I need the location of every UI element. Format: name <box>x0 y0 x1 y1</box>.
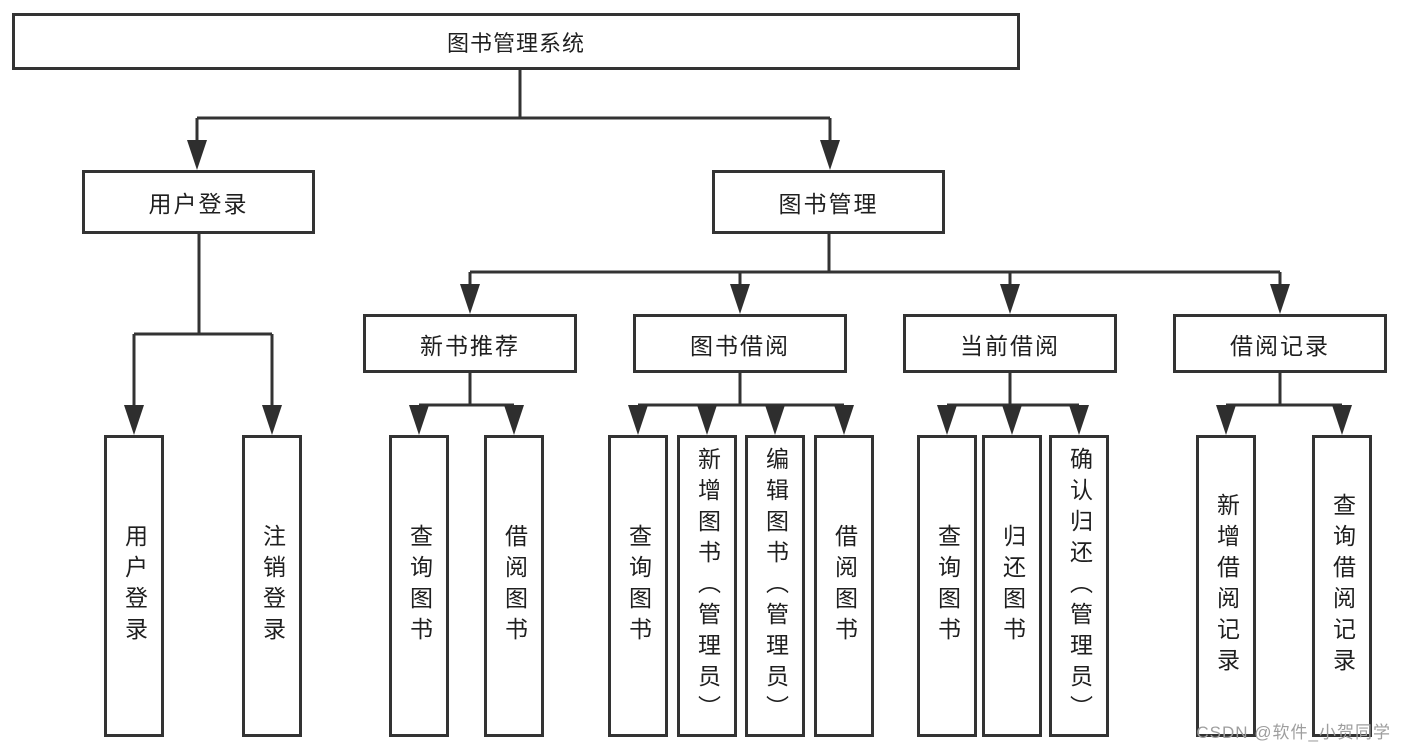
leaf-query-books-borrow-label: 查询图书 <box>625 524 652 648</box>
connector-current-borrow-to-leaves <box>937 373 1089 435</box>
leaf-logout-label: 注销登录 <box>259 524 286 648</box>
leaf-confirm-return-admin: 确认归还（管理员） <box>1049 435 1109 737</box>
connector-new-book-rec-to-leaves <box>409 373 524 435</box>
node-book-management: 图书管理 <box>712 170 945 234</box>
leaf-confirm-return-admin-label: 确认归还（管理员） <box>1066 446 1093 726</box>
node-borrowing-records: 借阅记录 <box>1173 314 1387 373</box>
leaf-user-login-label: 用户登录 <box>121 524 148 648</box>
leaf-add-book-admin-label: 新增图书（管理员） <box>694 446 721 726</box>
leaf-query-books-recommend: 查询图书 <box>389 435 449 737</box>
leaf-add-book-admin: 新增图书（管理员） <box>677 435 737 737</box>
leaf-query-books-current-label: 查询图书 <box>934 524 961 648</box>
connector-borrow-record-to-leaves <box>1216 373 1352 435</box>
node-book-borrowing: 图书借阅 <box>633 314 847 373</box>
node-current-borrowing: 当前借阅 <box>903 314 1117 373</box>
leaf-query-borrow-record: 查询借阅记录 <box>1312 435 1372 737</box>
leaf-query-books-recommend-label: 查询图书 <box>406 524 433 648</box>
leaf-user-login: 用户登录 <box>104 435 164 737</box>
connector-book-borrow-to-leaves <box>628 373 854 435</box>
leaf-edit-book-admin-label: 编辑图书（管理员） <box>762 446 789 726</box>
connector-book-mgmt-to-level3 <box>460 234 1290 314</box>
leaf-query-borrow-record-label: 查询借阅记录 <box>1329 493 1356 679</box>
node-user-login: 用户登录 <box>82 170 315 234</box>
leaf-edit-book-admin: 编辑图书（管理员） <box>745 435 805 737</box>
connector-user-login-to-leaves <box>124 234 282 435</box>
leaf-return-books: 归还图书 <box>982 435 1042 737</box>
leaf-borrow-books-recommend-label: 借阅图书 <box>501 524 528 648</box>
leaf-logout: 注销登录 <box>242 435 302 737</box>
leaf-add-borrow-record: 新增借阅记录 <box>1196 435 1256 737</box>
node-library-management-system: 图书管理系统 <box>12 13 1020 70</box>
csdn-watermark: CSDN @软件_小贺同学 <box>1196 723 1391 742</box>
leaf-query-books-current: 查询图书 <box>917 435 977 737</box>
connector-root-to-level2 <box>187 70 840 170</box>
leaf-borrow-books: 借阅图书 <box>814 435 874 737</box>
leaf-add-borrow-record-label: 新增借阅记录 <box>1213 493 1240 679</box>
node-new-book-recommendation: 新书推荐 <box>363 314 577 373</box>
leaf-return-books-label: 归还图书 <box>999 524 1026 648</box>
leaf-query-books-borrow: 查询图书 <box>608 435 668 737</box>
leaf-borrow-books-label: 借阅图书 <box>831 524 858 648</box>
leaf-borrow-books-recommend: 借阅图书 <box>484 435 544 737</box>
